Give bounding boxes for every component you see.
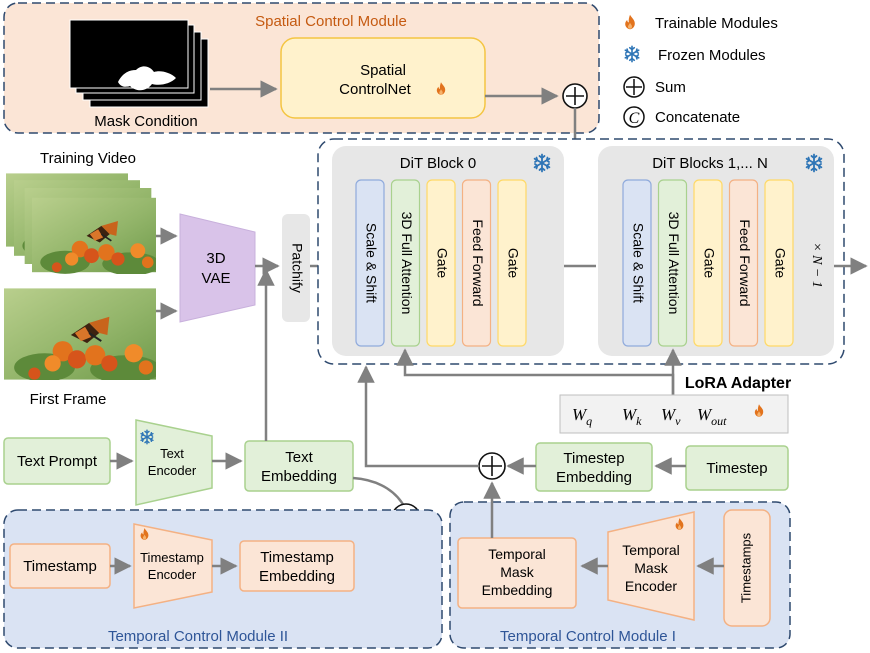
spatial-control-module: Spatial Control Module Mask Condition Sp… — [3, 2, 600, 134]
dit-blocks-1-n: DiT Blocks 1,... N Scale & Shift 3D Full … — [598, 146, 834, 356]
sum-node-timestep — [478, 452, 506, 480]
timestamp-encoder-block — [133, 523, 213, 609]
controlnet-label-line2: ControlNet — [339, 81, 412, 98]
text-prompt-label: Text Prompt — [17, 453, 98, 470]
legend-frozen-label: Frozen Modules — [658, 47, 766, 64]
timestamp-embedding-label-line1: Timestamp — [260, 549, 334, 566]
text-embedding-label-line2: Embedding — [261, 468, 337, 485]
legend-trainable-label: Trainable Modules — [655, 15, 778, 32]
temporal-mask-encoder-block — [607, 511, 695, 621]
sum-node-spatial — [562, 83, 588, 109]
vae-block: 3D VAE — [179, 213, 256, 323]
dit1-layer-label-2: Gate — [701, 248, 717, 279]
concatenate-icon-symbol: C — [629, 110, 640, 127]
temporal-mask-encoder-label-line-0: Temporal — [622, 542, 680, 558]
mask-shape — [118, 66, 176, 91]
repeat-label: × N − 1 — [809, 242, 824, 288]
dit0-layer-1 — [390, 179, 421, 347]
temporal-module-2-title: Temporal Control Module II — [108, 628, 288, 645]
temporal-mask-embedding-label-line-0: Temporal — [488, 546, 546, 562]
dit0-layer-3 — [461, 179, 492, 347]
dit0-layer-label-1: 3D Full Attention — [399, 212, 415, 315]
mask-condition-label: Mask Condition — [94, 113, 197, 130]
arrow-sum-to-dit — [357, 365, 479, 468]
lora-title: LoRA Adapter — [685, 375, 791, 392]
timestep-embedding-label-line1: Timestep — [563, 450, 624, 467]
lora-weights-box — [559, 394, 789, 434]
training-video-label: Training Video — [40, 150, 136, 167]
dit0-layer-label-2: Gate — [434, 248, 450, 279]
dit0-layer-2 — [426, 179, 456, 347]
dit1-layer-3 — [728, 179, 759, 347]
dit1-layer-label-3: Feed Forward — [737, 219, 753, 306]
training-video-frames — [6, 172, 156, 274]
flame-icon — [625, 14, 635, 30]
timestamp-embedding-box — [239, 540, 355, 592]
dit1-layer-0 — [622, 179, 652, 347]
patchify-block: Patchify — [282, 214, 310, 322]
timestamps-box — [723, 509, 771, 627]
training-video-frame-front — [32, 196, 156, 274]
first-frame-image — [4, 288, 156, 380]
temporal-control-module-2: Temporal Control Module II Timestamp Tim… — [3, 509, 443, 649]
dit-block-0: DiT Block 0 Scale & Shift 3D Full Attenti… — [332, 146, 564, 356]
vae-label-line2: VAE — [202, 270, 231, 287]
patchify-label: Patchify — [289, 243, 305, 293]
text-encoder-label-line1: Text — [160, 446, 184, 461]
temporal-control-module-1: Temporal Control Module I Timestamps Tem… — [449, 501, 791, 649]
text-embedding-box: Text Embedding — [244, 440, 354, 492]
timestep-embedding-label-line2: Embedding — [556, 469, 632, 486]
dit1-layer-label-1: 3D Full Attention — [666, 212, 682, 315]
text-encoder-label-line2: Encoder — [148, 463, 197, 478]
dit1-layer-2 — [693, 179, 723, 347]
dit1-layer-1 — [657, 179, 688, 347]
sum-icon — [623, 76, 645, 98]
dit1-layer-label-0: Scale & Shift — [630, 223, 646, 303]
snowflake-icon — [624, 45, 640, 63]
temporal-module-1-title: Temporal Control Module I — [500, 628, 676, 645]
dit0-layer-0 — [355, 179, 385, 347]
timestamp-encoder-label-line2: Encoder — [148, 567, 197, 582]
timestep-label: Timestep — [706, 460, 767, 477]
dit-blocks-title: DiT Blocks 1,... N — [652, 155, 768, 172]
temporal-mask-embedding-label-line-2: Embedding — [482, 582, 553, 598]
timestamp-embedding-label-line2: Embedding — [259, 568, 335, 585]
mask-condition-stack — [69, 19, 209, 108]
legend-sum-label: Sum — [655, 79, 686, 96]
legend-concatenate-label: Concatenate — [655, 109, 740, 126]
dit1-layer-4 — [764, 179, 794, 347]
dit1-layer-label-4: Gate — [772, 248, 788, 279]
timestamps-label: Timestamps — [738, 532, 753, 603]
temporal-mask-embedding-box — [457, 537, 577, 609]
timestamp-label: Timestamp — [23, 558, 97, 575]
dit0-layer-label-4: Gate — [505, 248, 521, 279]
dit0-layer-4 — [497, 179, 527, 347]
dit-block-0-title: DiT Block 0 — [400, 155, 476, 172]
timestep-embedding-box: Timestep Embedding — [535, 442, 653, 492]
dit0-layer-label-3: Feed Forward — [470, 219, 486, 306]
first-frame-label: First Frame — [30, 391, 107, 408]
timestep-box: Timestep — [685, 445, 789, 491]
timestamp-encoder-label-line1: Timestamp — [140, 550, 204, 565]
controlnet-label-line1: Spatial — [360, 62, 406, 79]
text-prompt-box: Text Prompt — [3, 437, 111, 485]
spatial-controlnet-box: Spatial ControlNet — [280, 37, 486, 119]
temporal-mask-encoder-label-line-2: Encoder — [625, 578, 677, 594]
vae-label-line1: 3D — [206, 250, 225, 267]
text-encoder-block: Text Encoder — [135, 419, 213, 506]
legend: Trainable Modules Frozen Modules Sum C C… — [623, 14, 778, 128]
concatenate-icon: C — [623, 106, 645, 128]
text-embedding-label-line1: Text — [285, 449, 313, 466]
connector-text-to-concat — [352, 476, 407, 509]
temporal-mask-embedding-label-line-1: Mask — [500, 564, 534, 580]
spatial-module-title: Spatial Control Module — [255, 13, 407, 30]
temporal-mask-encoder-label-line-1: Mask — [634, 560, 668, 576]
dit0-layer-label-0: Scale & Shift — [363, 223, 379, 303]
